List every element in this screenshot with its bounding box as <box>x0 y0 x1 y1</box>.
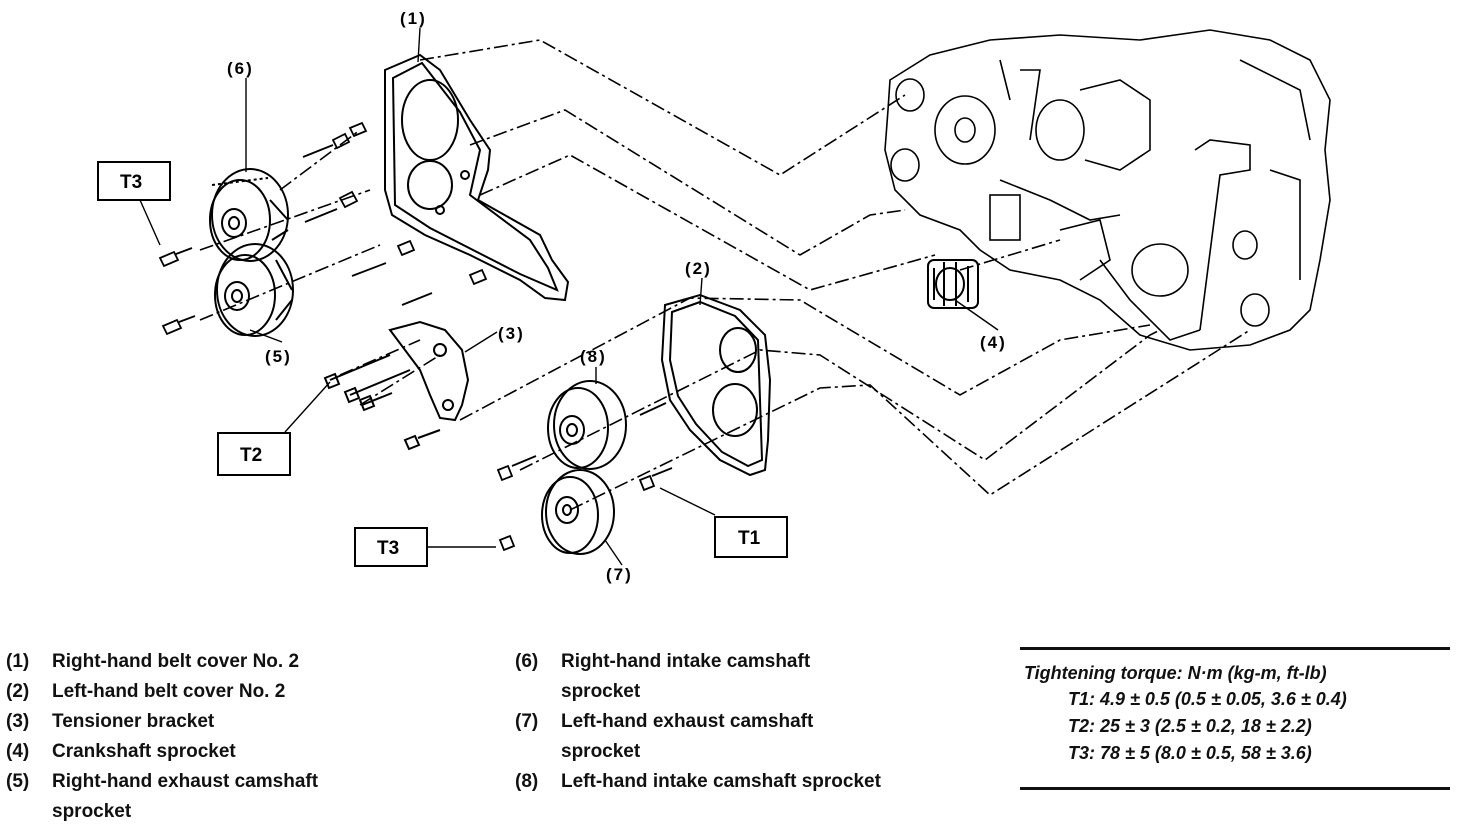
callout-3: (3) <box>498 324 525 343</box>
torque-box-t2: T2 <box>217 432 291 476</box>
legend-item: (1)Right-hand belt cover No. 2 <box>6 651 300 672</box>
callout-2: (2) <box>685 259 712 278</box>
legend-item: (4)Crankshaft sprocket <box>6 741 236 762</box>
bolts-lower <box>496 402 673 552</box>
tensioner-bracket <box>323 320 470 451</box>
leader-lines <box>139 27 999 566</box>
callout-7: (7) <box>606 565 633 584</box>
legend-item: (7)Left-hand exhaust camshaft sprocket <box>515 711 814 762</box>
legend-item: (2)Left-hand belt cover No. 2 <box>6 681 286 702</box>
torque-title: Tightening torque: N·m (kg-m, ft-lb) <box>1024 663 1327 683</box>
crankshaft-sprocket <box>927 259 979 309</box>
svg-text:T2: T2 <box>240 445 262 466</box>
exploded-view-drawing: (1) (6) (5) (3) (2) (8) (7) (4) T3 T2 T3… <box>97 9 1331 584</box>
legend-item: (3)Tensioner bracket <box>6 711 215 732</box>
legend-item: (6)Right-hand intake camshaft sprocket <box>515 651 811 702</box>
callout-5: (5) <box>265 347 292 366</box>
torque-box-t3-upper: T3 <box>97 161 171 201</box>
sprocket-8 <box>547 380 627 470</box>
callout-1: (1) <box>400 9 427 28</box>
bolts-upper <box>158 121 488 336</box>
legend-right: (6)Right-hand intake camshaft sprocket (… <box>515 647 891 797</box>
torque-box-t1: T1 <box>714 516 788 558</box>
sprocket-6 <box>209 168 289 262</box>
torque-t2: T2: 25 ± 3 (2.5 ± 0.2, 18 ± 2.2) <box>1068 716 1312 736</box>
sprocket-7 <box>541 469 615 555</box>
alignment-lines <box>199 39 1251 511</box>
svg-text:T3: T3 <box>377 538 399 559</box>
callout-8: (8) <box>580 347 607 366</box>
legend-left: (1)Right-hand belt cover No. 2 (2)Left-h… <box>6 647 382 827</box>
right-hand-belt-cover <box>384 53 570 302</box>
svg-text:T1: T1 <box>738 528 761 549</box>
torque-box-t3-lower: T3 <box>354 527 428 567</box>
engine-block <box>884 29 1331 351</box>
sprocket-5 <box>214 243 294 337</box>
svg-text:T3: T3 <box>120 172 142 193</box>
left-hand-belt-cover <box>660 293 772 477</box>
callout-6: (6) <box>227 59 254 78</box>
callout-4: (4) <box>980 333 1007 352</box>
legend-item: (5)Right-hand exhaust camshaft sprocket <box>6 771 319 822</box>
tightening-torque-table: Tightening torque: N·m (kg-m, ft-lb) T1:… <box>1020 647 1450 790</box>
torque-t3: T3: 78 ± 5 (8.0 ± 0.5, 58 ± 3.6) <box>1068 743 1312 763</box>
legend-item: (8)Left-hand intake camshaft sprocket <box>515 771 881 792</box>
torque-t1: T1: 4.9 ± 0.5 (0.5 ± 0.05, 3.6 ± 0.4) <box>1068 689 1347 709</box>
